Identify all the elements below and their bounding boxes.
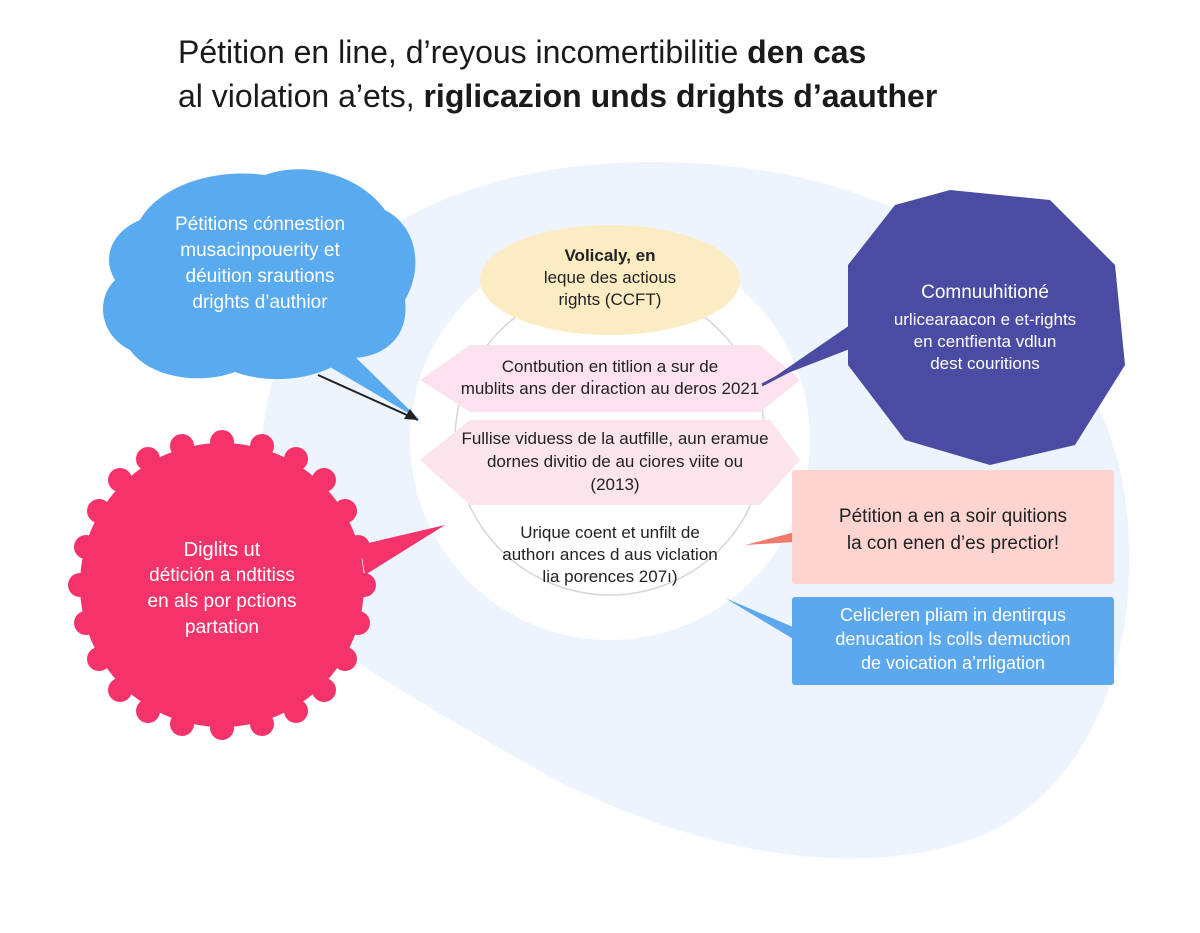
left-bottom-circle-text: Diglits ut détición a ndtitiss en als po…: [147, 539, 297, 638]
center-bottom-text: Urique coent et unfilt de authorı ances …: [502, 523, 718, 586]
connector-pink-box: [745, 532, 795, 545]
right-pink-box-text: Pétition a en a soir quitions la con ene…: [838, 506, 1068, 554]
right-octagon-text: Comnuuhitioné urlicearaacon e et-rights …: [893, 282, 1077, 373]
connector-octagon-line: [761, 336, 853, 387]
connector-left-top: [318, 350, 420, 420]
title-line-2: al violation a’ets,: [178, 78, 424, 114]
arrow-left-top: [317, 374, 419, 421]
center-band-1: [420, 345, 800, 412]
right-blue-box-text: Celicleren pliam in dentirqus denucation…: [835, 605, 1071, 673]
diagram-title: Pétition en line, d’reyous incomertibili…: [178, 30, 1078, 118]
arrow-head: [404, 409, 418, 420]
left-bottom-circle: [80, 443, 364, 727]
center-band-1-text: Contbution en titlion a sur de mublits a…: [460, 357, 760, 398]
title-line-1: Pétition en line, d’reyous incomertibili…: [178, 34, 748, 70]
title-line-2-bold: riglicazion unds drights d’aauther: [423, 78, 938, 114]
connector-octagon: [770, 325, 860, 380]
right-blue-box: [792, 597, 1114, 685]
center-band-2: [420, 420, 800, 505]
right-octagon: [848, 190, 1125, 465]
connector-left-bottom: [360, 525, 445, 575]
center-band-2-text: Fullise viduess de la autfille, aun eram…: [461, 429, 769, 494]
right-pink-box: [792, 470, 1114, 584]
title-line-1-bold: den cas: [747, 34, 867, 70]
left-top-cloud-text: Pétitions cónnestion musacinpouerity et …: [174, 214, 346, 313]
left-bottom-scallops: [68, 430, 376, 740]
connector-blue-box: [725, 598, 800, 640]
left-top-cloud: [103, 169, 416, 380]
center-top-oval: [480, 225, 740, 335]
center-top-text: Volicaly, en leque des actious rights (C…: [543, 246, 677, 309]
